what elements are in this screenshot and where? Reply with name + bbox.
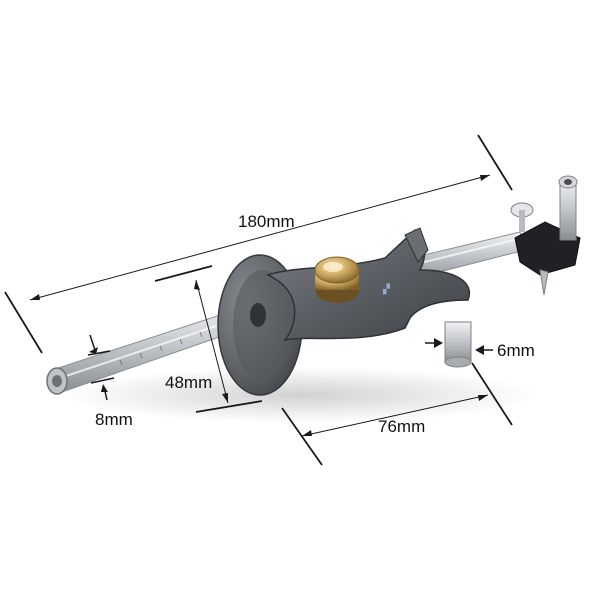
dimension-body-length (281, 362, 513, 466)
dimension-cutter-width (425, 338, 493, 355)
dimension-fence-diameter (154, 265, 263, 413)
fence-disc (217, 254, 303, 396)
floor-shadow (60, 367, 540, 423)
brass-thumbscrew (314, 256, 360, 303)
gauge-body: ▞ (265, 227, 471, 342)
label-overall-length: 180mm (238, 212, 295, 231)
dimension-rod-diameter (87, 334, 115, 401)
label-rod-diameter: 8mm (95, 410, 133, 429)
label-cutter-width: 6mm (497, 341, 535, 360)
body-engraving: ▞ (382, 283, 391, 295)
label-body-length: 76mm (378, 417, 425, 436)
cutter-head (510, 175, 581, 296)
cutter-pin (444, 321, 472, 368)
dimension-overall (4, 134, 513, 354)
label-fence-diameter: 48mm (165, 373, 212, 392)
